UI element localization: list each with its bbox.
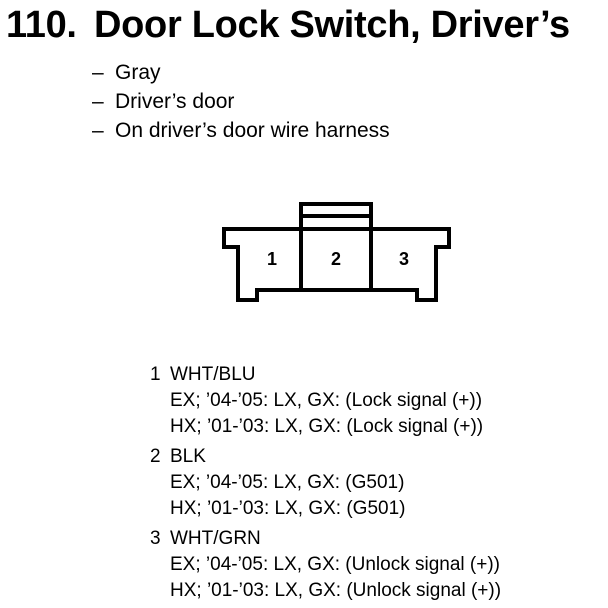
pin-list: 1 WHT/BLU EX; ’04-’05: LX, GX: (Lock sign… [150,362,501,608]
pin-number: 1 [150,364,161,385]
pin-description: EX; ’04-’05: LX, GX: (G501) [170,472,405,493]
pin-group-1: 1 WHT/BLU EX; ’04-’05: LX, GX: (Lock sign… [150,362,501,440]
dash: – [92,61,104,84]
wire-color: BLK [170,446,206,467]
connector-diagram: 1 2 3 [222,202,451,302]
section-number: 110. [6,4,77,46]
pin-description: EX; ’04-’05: LX, GX: (Lock signal (+)) [170,390,483,411]
pin-description: HX; ’01-’03: LX, GX: (Lock signal (+)) [170,416,484,437]
pin-number: 3 [150,528,161,549]
detail-location: –Driver’s door [92,87,390,116]
pin-header: 3 WHT/GRN [150,526,501,552]
pin-description: EX; ’04-’05: LX, GX: (Unlock signal (+)) [170,554,500,575]
connector-housing [222,227,451,302]
component-title: Door Lock Switch, Driver’s [94,4,570,46]
pin-group-2: 2 BLK EX; ’04-’05: LX, GX: (G501) HX; ’01… [150,444,501,522]
dash: – [92,119,104,142]
pin-label-2: 2 [331,249,341,269]
pin-header: 2 BLK [150,444,501,470]
pin-label-1: 1 [267,249,277,269]
page-title: 110. Door Lock Switch, Driver’s [6,2,570,48]
detail-color: –Gray [92,58,390,87]
pin-description: HX; ’01-’03: LX, GX: (Unlock signal (+)) [170,580,502,601]
pin-header: 1 WHT/BLU [150,362,501,388]
pin-label-3: 3 [399,249,409,269]
wire-color: WHT/GRN [170,528,261,549]
detail-text: On driver’s door wire harness [115,119,390,142]
pin-number: 2 [150,446,161,467]
detail-harness: –On driver’s door wire harness [92,116,390,145]
detail-text: Driver’s door [115,90,235,113]
detail-text: Gray [115,61,161,84]
pin-group-3: 3 WHT/GRN EX; ’04-’05: LX, GX: (Unlock si… [150,526,501,604]
pin-description: HX; ’01-’03: LX, GX: (G501) [170,498,406,519]
dash: – [92,90,104,113]
wire-color: WHT/BLU [170,364,256,385]
component-details: –Gray –Driver’s door –On driver’s door w… [92,58,390,145]
